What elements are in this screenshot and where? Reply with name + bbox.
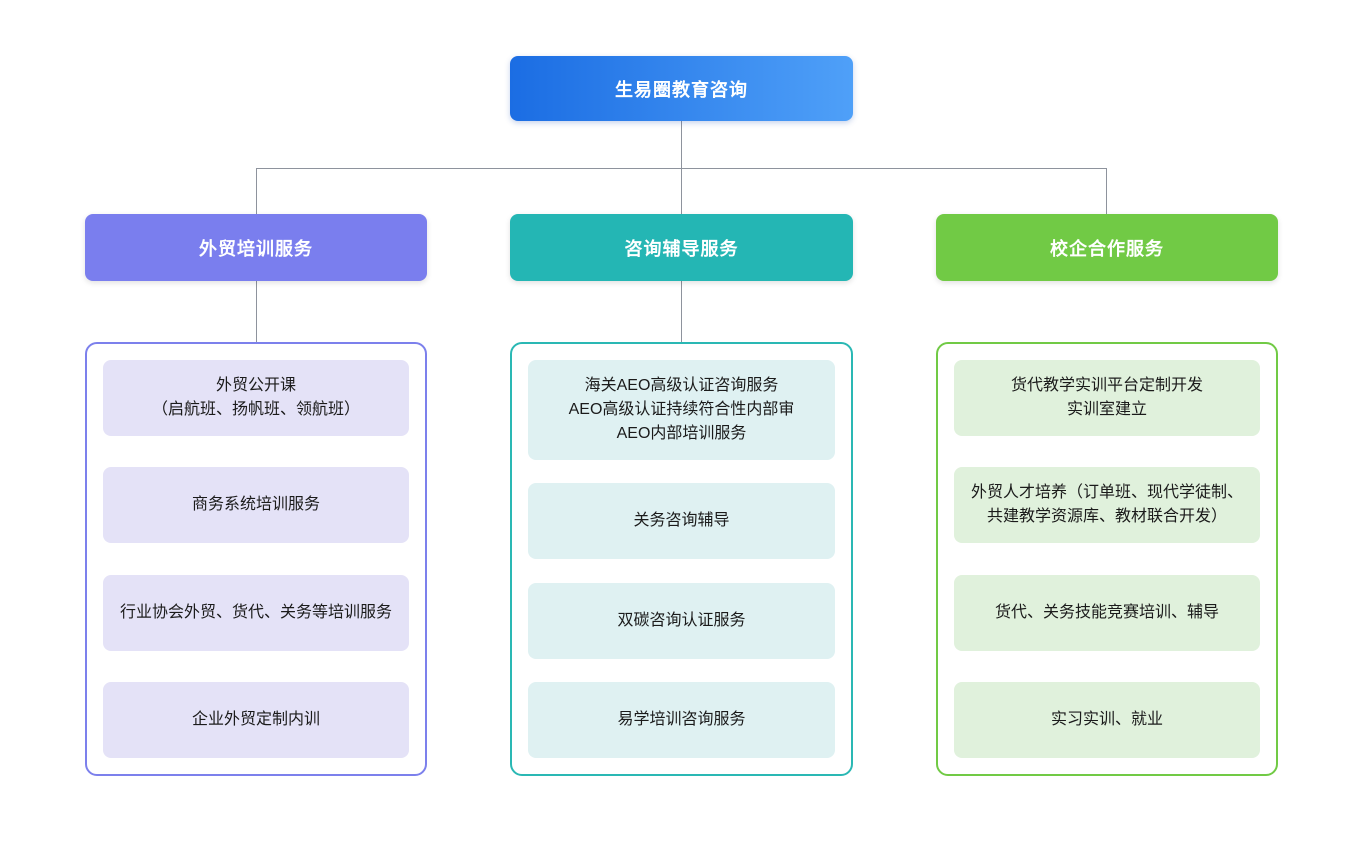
branch-group-foreign-trade-training: 外贸公开课 （启航班、扬帆班、领航班） 商务系统培训服务 行业协会外贸、货代、关… [85, 342, 427, 776]
node-item-text: 海关AEO高级认证咨询服务 AEO高级认证持续符合性内部审 AEO内部培训服务 [568, 377, 795, 442]
node-item-text: 货代教学实训平台定制开发 实训室建立 [1010, 377, 1203, 418]
node-item-text: 企业外贸定制内训 [191, 710, 320, 728]
node-item: 关务咨询辅导 [528, 483, 835, 560]
branch-group-consulting-coaching: 海关AEO高级认证咨询服务 AEO高级认证持续符合性内部审 AEO内部培训服务 … [510, 342, 853, 776]
node-item-text: 货代、关务技能竞赛培训、辅导 [994, 603, 1219, 621]
branch-header-school-enterprise-cooperation: 校企合作服务 [936, 214, 1278, 281]
node-item-text: 双碳咨询认证服务 [617, 611, 746, 629]
node-item: 商务系统培训服务 [103, 467, 409, 544]
branch-header-foreign-trade-training: 外贸培训服务 [85, 214, 427, 281]
node-item: 货代教学实训平台定制开发 实训室建立 [954, 360, 1260, 436]
branch-header-label: 咨询辅导服务 [624, 238, 739, 259]
node-item-text: 实习实训、就业 [1050, 710, 1163, 728]
node-item-text: 易学培训咨询服务 [617, 710, 746, 728]
node-item: 实习实训、就业 [954, 681, 1260, 758]
node-item-text: 商务系统培训服务 [191, 496, 320, 514]
connector-middle-to-group [681, 281, 682, 342]
branch-group-school-enterprise-cooperation: 货代教学实训平台定制开发 实训室建立 外贸人才培养（订单班、现代学徒制、共建教学… [936, 342, 1278, 776]
node-item: 易学培训咨询服务 [528, 681, 835, 758]
node-item-text: 外贸公开课 （启航班、扬帆班、领航班） [151, 377, 360, 418]
branch-header-label: 校企合作服务 [1050, 238, 1164, 259]
node-item: 双碳咨询认证服务 [528, 582, 835, 659]
connector-right-drop [1106, 168, 1107, 214]
node-item: 货代、关务技能竞赛培训、辅导 [954, 574, 1260, 651]
node-item: 外贸人才培养（订单班、现代学徒制、共建教学资源库、教材联合开发） [954, 467, 1260, 544]
node-item: 海关AEO高级认证咨询服务 AEO高级认证持续符合性内部审 AEO内部培训服务 [528, 360, 835, 460]
root-node-label: 生易圈教育咨询 [615, 79, 748, 100]
node-item-text: 关务咨询辅导 [633, 512, 730, 530]
branch-header-consulting-coaching: 咨询辅导服务 [510, 214, 853, 281]
node-item: 行业协会外贸、货代、关务等培训服务 [103, 574, 409, 651]
branch-header-label: 外贸培训服务 [199, 238, 313, 259]
node-item: 外贸公开课 （启航班、扬帆班、领航班） [103, 360, 409, 436]
node-item: 企业外贸定制内训 [103, 681, 409, 758]
connector-middle-drop [681, 168, 682, 214]
node-item-text: 行业协会外贸、货代、关务等培训服务 [119, 603, 392, 621]
connector-left-drop [256, 168, 257, 214]
node-item-text: 外贸人才培养（订单班、现代学徒制、共建教学资源库、教材联合开发） [970, 484, 1243, 526]
connector-left-to-group [256, 281, 257, 342]
root-node: 生易圈教育咨询 [510, 56, 853, 121]
connector-root-vertical [681, 121, 682, 168]
